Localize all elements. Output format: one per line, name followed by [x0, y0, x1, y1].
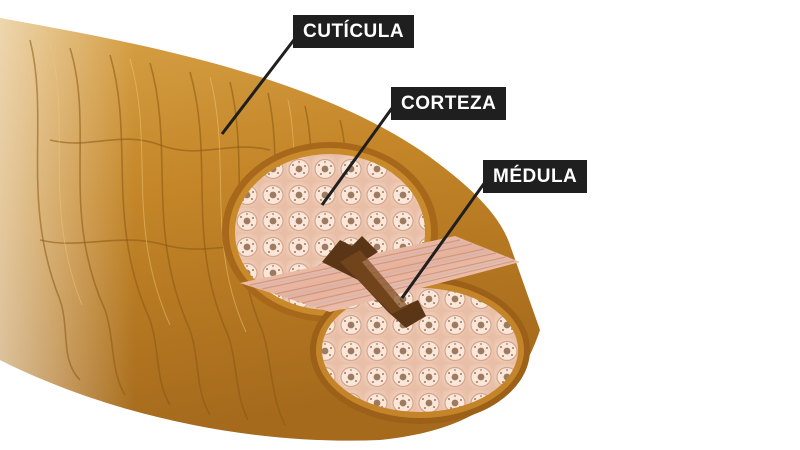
pointer-cuticula — [220, 31, 302, 135]
cortex-lower-section — [322, 288, 518, 412]
label-cuticula: CUTÍCULA — [293, 15, 415, 48]
label-corteza: CORTEZA — [391, 87, 507, 120]
pointer-lines — [220, 31, 490, 299]
label-medula: MÉDULA — [483, 160, 588, 193]
pointer-corteza — [320, 103, 397, 206]
medulla-channel — [322, 236, 426, 328]
pointer-medula — [400, 177, 490, 299]
